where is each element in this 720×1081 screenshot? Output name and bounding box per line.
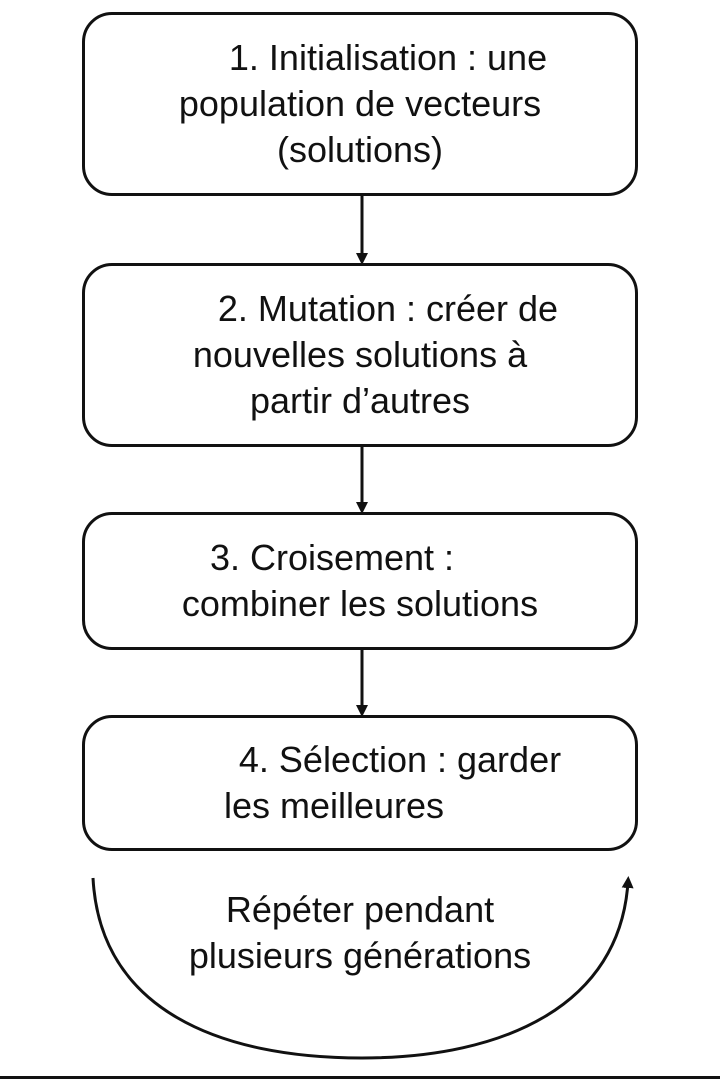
step-4-line-1: 4. Sélection : garder	[238, 739, 562, 780]
step-3-line-1: 3. Croisement :	[209, 537, 455, 578]
step-box-selection: 4. Sélection : garder les meilleures	[82, 715, 638, 851]
step-2-line-3: partir d’autres	[249, 380, 471, 421]
step-box-croisement: 3. Croisement : combiner les solutions	[82, 512, 638, 650]
step-1-line-2: population de vecteurs	[178, 83, 542, 124]
loop-label: Répéter pendant plusieurs générations	[150, 887, 570, 979]
step-box-initialisation: 1. Initialisation : une population de ve…	[82, 12, 638, 196]
step-2-line-1: 2. Mutation : créer de	[217, 288, 559, 329]
step-3-line-2: combiner les solutions	[181, 583, 539, 624]
step-box-mutation: 2. Mutation : créer de nouvelles solutio…	[82, 263, 638, 447]
step-2-line-2: nouvelles solutions à	[192, 334, 528, 375]
step-1-line-3: (solutions)	[276, 129, 444, 170]
step-4-line-2: les meilleures	[223, 785, 445, 826]
bottom-border-line	[0, 1076, 720, 1079]
loop-label-line-2: plusieurs générations	[188, 935, 532, 976]
step-1-line-1: 1. Initialisation : une	[228, 37, 548, 78]
loop-label-line-1: Répéter pendant	[225, 889, 495, 930]
